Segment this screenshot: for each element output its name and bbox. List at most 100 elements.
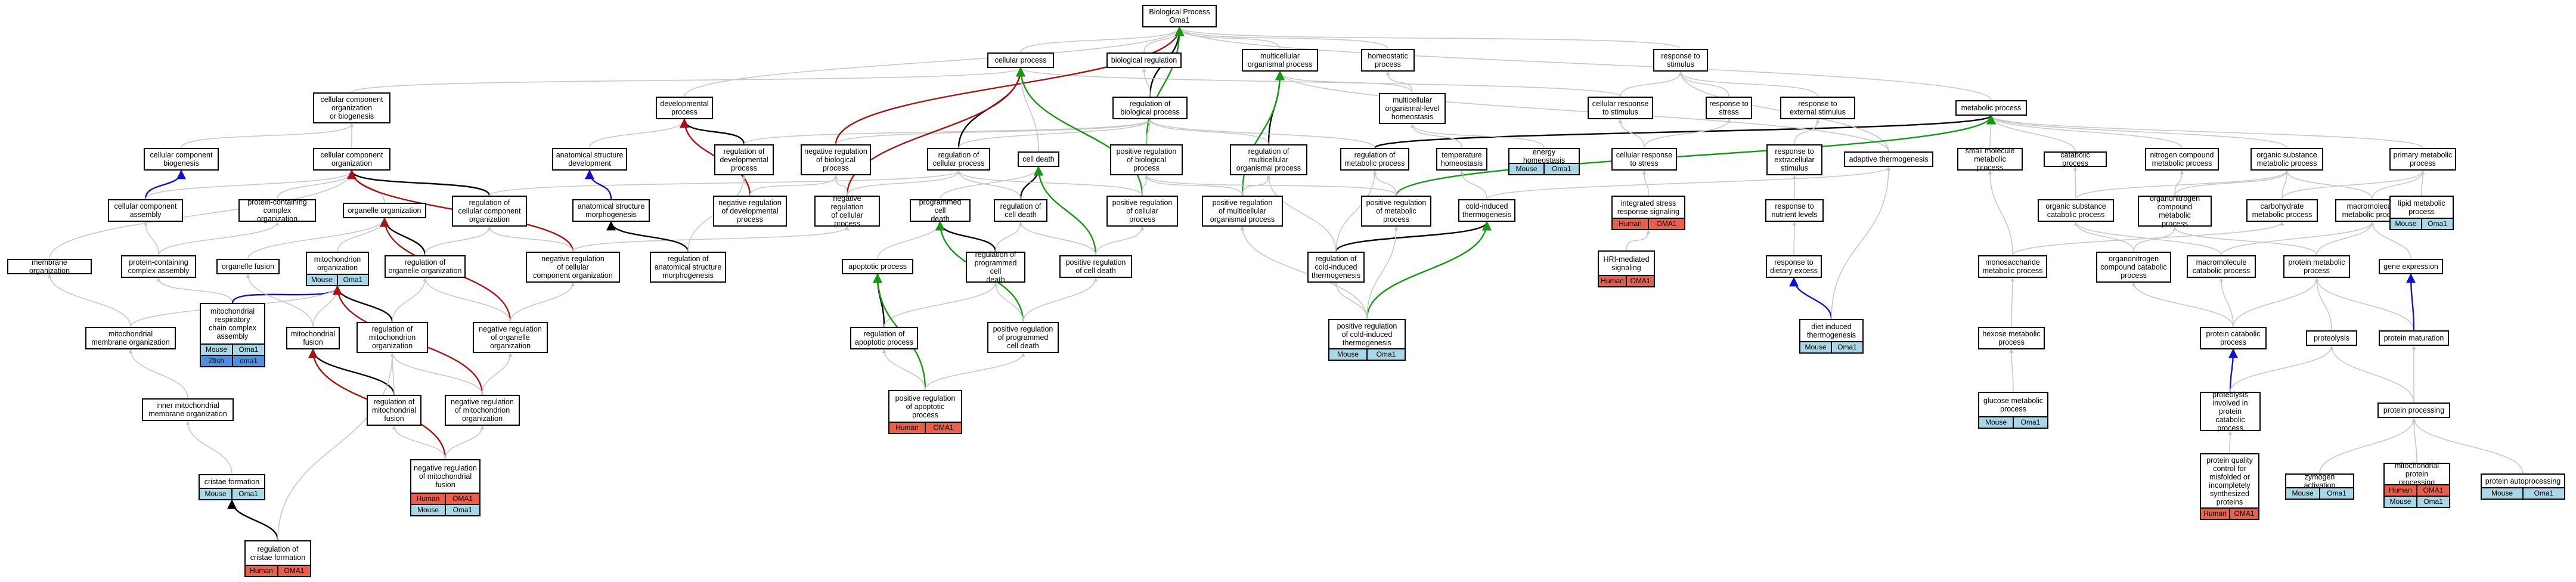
go-term-primary-metabolic[interactable]: primary metabolic process [2389,148,2456,171]
go-term-monosaccharide-metabolic[interactable]: monosaccharide metabolic process [1978,255,2047,278]
go-term-cellular-response-to-stimulus[interactable]: cellular response to stimulus [1588,97,1653,119]
go-term-response-to-external-stimulus[interactable]: response to external stimulus [1780,97,1855,119]
go-term-neg-reg-cellular-process[interactable]: negative regulation of cellular process [814,194,880,228]
go-term-response-to-nutrient-levels[interactable]: response to nutrient levels [1765,199,1824,222]
go-term-biological-regulation[interactable]: biological regulation [1106,52,1182,68]
go-term-carbohydrate-metabolic[interactable]: carbohydrate metabolic process [2246,199,2318,222]
go-term-label: homeostatic process [1368,52,1408,69]
go-term-neg-reg-biological-process[interactable]: negative regulation of biological proces… [801,144,871,175]
go-term-developmental-process[interactable]: developmental process [656,97,713,119]
go-term-mito-membrane-organization[interactable]: mitochondrial membrane organization [85,327,176,349]
go-term-neg-reg-mitochondrial-fusion[interactable]: negative regulation of mitochondrial fus… [410,459,481,516]
go-term-regulation-of-metabolic-process[interactable]: regulation of metabolic process [1340,148,1409,171]
go-term-pos-reg-cold-induced-thermogenesis[interactable]: positive regulation of cold-induced ther… [1328,319,1406,361]
go-term-organic-substance-metabolic[interactable]: organic substance metabolic process [2250,148,2323,171]
go-term-homeostatic-process[interactable]: homeostatic process [1361,49,1415,72]
go-term-proteolysis[interactable]: proteolysis [2306,330,2357,346]
go-term-protein-processing[interactable]: protein processing [2377,403,2450,418]
go-term-regulation-of-biological-process[interactable]: regulation of biological process [1112,97,1188,119]
go-term-cc-organization[interactable]: cellular component organization [313,148,390,171]
go-term-pos-reg-programmed-cell-death[interactable]: positive regulation of programmed cell d… [987,322,1059,353]
go-term-gene-expression[interactable]: gene expression [2379,259,2443,274]
go-term-organelle-organization[interactable]: organelle organization [343,203,426,218]
go-term-cc-biogenesis[interactable]: cellular component biogenesis [144,148,219,171]
go-term-metabolic-process[interactable]: metabolic process [1955,100,2027,116]
go-term-cc-org-or-biogenesis[interactable]: cellular component organization or bioge… [313,92,390,123]
go-term-proteolysis-in-protein-catabolic[interactable]: proteolysis involved in protein cataboli… [2200,391,2261,432]
go-term-protein-containing-complex-organization[interactable]: protein-containing complex organization [238,198,316,223]
go-term-multicellular-level-homeostasis[interactable]: multicellular organismal-level homeostas… [1379,93,1446,124]
go-term-apoptotic-process[interactable]: apoptotic process [842,259,913,274]
go-term-multicellular-organismal-process[interactable]: multicellular organismal process [1242,49,1318,72]
go-term-neg-reg-organelle-organization[interactable]: negative regulation of organelle organiz… [473,322,548,353]
go-term-pos-reg-multicellular[interactable]: positive regulation of multicellular org… [1202,196,1283,227]
go-term-organic-substance-catabolic[interactable]: organic substance catabolic process [2038,199,2114,222]
go-term-response-to-dietary-excess[interactable]: response to dietary excess [1766,255,1822,278]
go-term-response-to-stimulus[interactable]: response to stimulus [1653,49,1708,72]
go-term-cold-induced-thermogenesis[interactable]: cold-induced thermogenesis [1458,199,1515,222]
go-term-protein-catabolic[interactable]: protein catabolic process [2200,327,2267,349]
go-term-reg-mitochondrion-organization[interactable]: regulation of mitochondrion organization [357,322,428,353]
go-term-reg-organelle-organization[interactable]: regulation of organelle organization [385,255,466,278]
go-term-macromolecule-catabolic[interactable]: macromolecule catabolic process [2187,255,2256,278]
go-term-regulation-of-cellular-process[interactable]: regulation of cellular process [927,148,990,171]
go-term-reg-cc-organization[interactable]: regulation of cellular component organiz… [452,196,527,227]
go-term-pos-reg-metabolic-process[interactable]: positive regulation of metabolic process [1361,196,1431,227]
go-term-organonitrogen-compound-metabolic[interactable]: organonitrogen compound metabolic proces… [2138,194,2212,228]
go-term-inner-mito-membrane-organization[interactable]: inner mitochondrial membrane organizatio… [142,398,234,421]
go-term-neg-reg-cc-organization[interactable]: negative regulation of cellular componen… [526,252,620,283]
go-term-cc-assembly[interactable]: cellular component assembly [108,199,183,222]
go-term-regulation-of-cell-death[interactable]: regulation of cell death [994,199,1047,222]
go-term-membrane-organization[interactable]: membrane organization [7,258,92,275]
go-term-catabolic-process[interactable]: catabolic process [2044,151,2107,168]
go-term-cellular-response-to-stress[interactable]: cellular response to stress [1611,148,1677,171]
go-term-mitochondrial-fusion[interactable]: mitochondrial fusion [286,327,340,349]
go-term-adaptive-thermogenesis[interactable]: adaptive thermogenesis [1844,151,1933,167]
go-term-regulation-of-multicellular[interactable]: regulation of multicellular organismal p… [1230,144,1307,175]
go-term-hexose-metabolic[interactable]: hexose metabolic process [1978,327,2045,349]
go-term-reg-anatomical-structure-morphogenesis[interactable]: regulation of anatomical structure morph… [650,252,726,283]
go-term-reg-apoptotic-process[interactable]: regulation of apoptotic process [850,327,918,349]
go-term-organonitrogen-compound-catabolic[interactable]: organonitrogen compound catabolic proces… [2096,252,2171,283]
go-term-anatomical-structure-development[interactable]: anatomical structure development [552,148,627,171]
go-term-cellular-process[interactable]: cellular process [987,52,1054,68]
go-term-temperature-homeostasis[interactable]: temperature homeostasis [1436,148,1487,171]
go-term-protein-containing-complex-assembly[interactable]: protein-containing complex assembly [121,255,196,278]
go-term-protein-metabolic[interactable]: protein metabolic process [2283,255,2350,278]
go-term-organelle-fusion[interactable]: organelle fusion [216,259,280,274]
go-term-response-to-extracellular-stimulus[interactable]: response to extracellular stimulus [1766,144,1822,175]
go-term-protein-maturation[interactable]: protein maturation [2379,330,2449,346]
edge-pos-reg-cellular-process-to-pos-reg-biological-process [1142,175,1149,196]
go-term-bp[interactable]: Biological Process Oma1 [1142,5,1217,27]
go-term-pos-reg-apoptotic-process[interactable]: positive regulation of apoptotic process… [888,390,962,434]
go-term-protein-quality-control[interactable]: protein quality control for misfolded or… [2200,453,2259,520]
go-term-pos-reg-cell-death[interactable]: positive regulation of cell death [1059,255,1132,278]
go-term-nitrogen-compound-metabolic[interactable]: nitrogen compound metabolic process [2145,148,2219,171]
go-term-cell-death[interactable]: cell death [1018,151,1059,167]
go-term-response-to-stress[interactable]: response to stress [1706,97,1752,119]
go-term-pos-reg-cellular-process[interactable]: positive regulation of cellular process [1106,196,1178,227]
go-term-neg-reg-mitochondrion-organization[interactable]: negative regulation of mitochondrion org… [445,395,520,426]
go-term-mito-respiratory-chain-assembly[interactable]: mitochondrial respiratory chain complex … [200,303,265,367]
go-term-neg-reg-developmental-process[interactable]: negative regulation of developmental pro… [713,196,787,227]
go-term-anatomical-structure-morphogenesis[interactable]: anatomical structure morphogenesis [572,199,650,222]
go-term-programmed-cell-death[interactable]: programmed cell death [910,198,971,223]
go-term-regulation-of-developmental-process[interactable]: regulation of developmental process [714,144,774,175]
go-term-small-molecule-metabolic[interactable]: small molecule metabolic process [1957,147,2023,172]
go-term-reg-mitochondrial-fusion[interactable]: regulation of mitochondrial fusion [367,395,421,426]
go-term-reg-cold-induced-thermogenesis[interactable]: regulation of cold-induced thermogenesis [1307,252,1365,283]
go-term-pos-reg-biological-process[interactable]: positive regulation of biological proces… [1110,144,1183,175]
go-term-reg-programmed-cell-death[interactable]: regulation of programmed cell death [966,250,1025,284]
